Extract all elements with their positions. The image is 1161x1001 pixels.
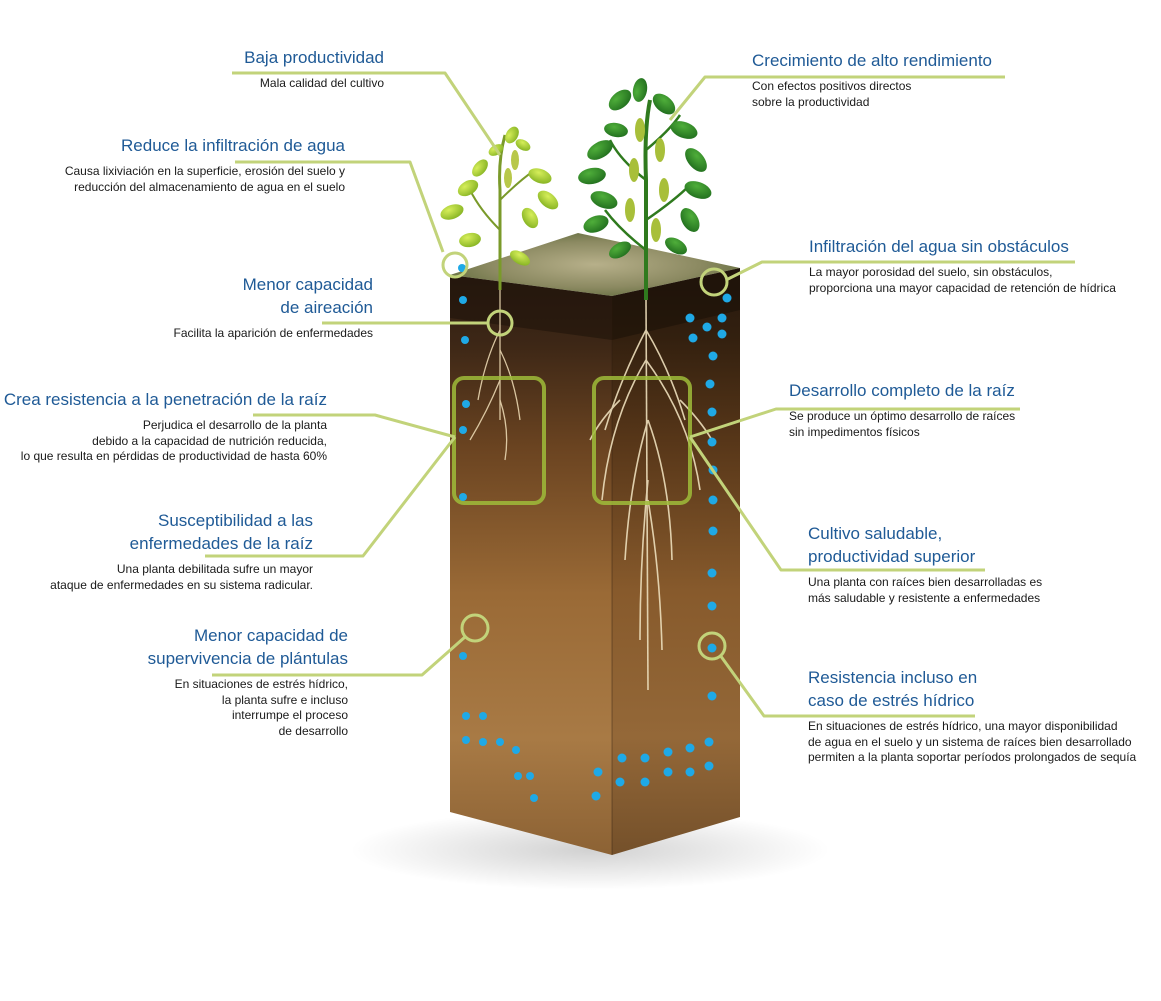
label-crecimiento: Crecimiento de alto rendimiento Con efec… <box>752 49 992 110</box>
connector-plantulas <box>212 635 466 677</box>
label-infiltracion-title: Infiltración del agua sin obstáculos <box>809 237 1069 256</box>
left-weak-plant <box>440 126 559 290</box>
right-root-highlight-box <box>592 376 692 505</box>
label-reduce-infiltracion: Reduce la infiltración de agua Causa lix… <box>65 134 345 195</box>
label-reduce-infiltracion-title: Reduce la infiltración de agua <box>121 136 345 155</box>
right-plant-roots <box>589 299 713 691</box>
label-cultivo-saludable-desc: Una planta con raíces bien desarrolladas… <box>808 575 1043 605</box>
connector-cultivo-saludable <box>688 436 985 572</box>
label-crecimiento-desc: Con efectos positivos directos sobre la … <box>752 79 912 109</box>
label-infiltracion: Infiltración del agua sin obstáculos La … <box>809 235 1116 296</box>
soil-front-face <box>450 275 612 855</box>
connector-estres-hidrico-ring <box>697 631 727 661</box>
label-estres-hidrico-title: Resistencia incluso en caso de estrés hí… <box>808 668 978 710</box>
ground-shadow <box>350 810 830 890</box>
label-crecimiento-title: Crecimiento de alto rendimiento <box>752 51 993 70</box>
label-menor-aireacion-title: Menor capacidad de aireación <box>242 275 373 317</box>
label-menor-aireacion-desc: Facilita la aparición de enfermedades <box>173 326 373 340</box>
water-droplets <box>458 264 732 802</box>
connector-reduce-infiltracion-ring <box>441 251 469 279</box>
left-connectors <box>205 71 514 677</box>
connector-infiltracion-ring <box>699 267 729 297</box>
label-estres-hidrico-desc: En situaciones de estrés hídrico, una ma… <box>808 719 1137 764</box>
connector-resistencia-raiz <box>253 413 456 439</box>
connector-menor-aireacion-ring <box>486 309 514 337</box>
soil-side-face <box>612 268 740 855</box>
label-enfermedades-raiz-title: Susceptibilidad a las enfermedades de la… <box>129 511 313 553</box>
label-estres-hidrico: Resistencia incluso en caso de estrés hí… <box>808 666 1136 766</box>
soil-top-grass <box>450 233 740 296</box>
label-enfermedades-raiz-desc: Una planta debilitada sufre un mayor ata… <box>50 562 313 592</box>
label-reduce-infiltracion-desc: Causa lixiviación en la superficie, eros… <box>64 164 345 194</box>
label-infiltracion-desc: La mayor porosidad del suelo, sin obstác… <box>809 265 1116 295</box>
topsoil-side-band <box>612 268 740 340</box>
connector-enfermedades-raiz <box>205 436 457 558</box>
left-plant-roots <box>469 290 521 461</box>
label-desarrollo-raiz-desc: Se produce un óptimo desarrollo de raíce… <box>789 409 1016 439</box>
connector-estres-hidrico <box>718 654 975 718</box>
soil-block <box>450 233 740 855</box>
topsoil-front-band <box>450 275 612 340</box>
label-resistencia-raiz-title: Crea resistencia a la penetración de la … <box>3 390 327 409</box>
connector-crecimiento <box>668 75 1005 121</box>
label-resistencia-raiz-desc: Perjudica el desarrollo de la planta deb… <box>20 418 327 463</box>
label-desarrollo-raiz: Desarrollo completo de la raíz Se produc… <box>789 379 1015 440</box>
label-cultivo-saludable: Cultivo saludable, productividad superio… <box>808 522 1042 606</box>
connector-plantulas-ring <box>460 613 490 643</box>
label-plantulas-desc: En situaciones de estrés hídrico, la pla… <box>174 677 348 738</box>
label-resistencia-raiz: Crea resistencia a la penetración de la … <box>4 388 327 465</box>
label-baja-productividad: Baja productividad Mala calidad del cult… <box>244 46 384 92</box>
label-cultivo-saludable-title: Cultivo saludable, productividad superio… <box>808 524 976 566</box>
label-plantulas-title: Menor capacidad de supervivencia de plán… <box>147 626 348 668</box>
connector-desarrollo-raiz <box>689 407 1020 439</box>
label-baja-productividad-title: Baja productividad <box>244 48 384 67</box>
label-desarrollo-raiz-title: Desarrollo completo de la raíz <box>789 381 1015 400</box>
label-baja-productividad-desc: Mala calidad del cultivo <box>259 76 384 90</box>
right-healthy-plant <box>578 78 712 300</box>
label-menor-aireacion: Menor capacidad de aireación Facilita la… <box>174 273 373 342</box>
connector-baja-productividad <box>232 71 502 156</box>
connector-infiltracion <box>725 260 1075 282</box>
label-enfermedades-raiz: Susceptibilidad a las enfermedades de la… <box>50 509 313 593</box>
right-connectors <box>668 75 1075 718</box>
connector-reduce-infiltracion <box>235 160 445 253</box>
label-plantulas: Menor capacidad de supervivencia de plán… <box>148 624 348 739</box>
